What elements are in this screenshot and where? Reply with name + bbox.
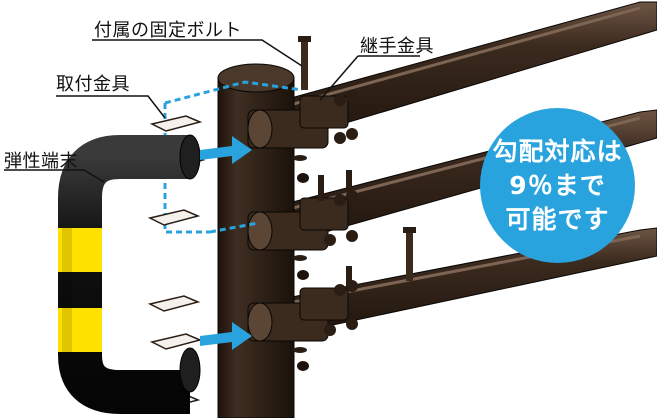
yellow-band-lower [58, 308, 102, 352]
joint-fitting-middle [247, 190, 358, 251]
nuts [293, 155, 309, 371]
badge-line-2: 9％まで [509, 170, 606, 200]
joint-fitting-label: 継手金具 [360, 36, 434, 57]
joint-fitting-bottom [247, 280, 358, 342]
elastic-end [58, 134, 201, 414]
badge-line-3: 可能です [505, 204, 610, 234]
joint-fitting-top [247, 90, 358, 149]
slope-badge: 勾配対応は 9％まで 可能です [480, 108, 635, 263]
fixing-bolt-right [403, 227, 416, 281]
yellow-band-upper [58, 228, 102, 272]
small-bolts [318, 170, 352, 286]
fixing-bolt-top [298, 36, 311, 90]
leader-lines [4, 39, 420, 183]
badge-line-1: 勾配対応は [492, 136, 623, 166]
insert-arrow-top [200, 136, 252, 164]
insert-arrow-bottom [200, 322, 252, 350]
mounting-bracket-label: 取付金具 [56, 74, 130, 95]
fixing-bolt-label: 付属の固定ボルト [94, 20, 242, 41]
elastic-end-label: 弾性端末 [4, 151, 78, 172]
